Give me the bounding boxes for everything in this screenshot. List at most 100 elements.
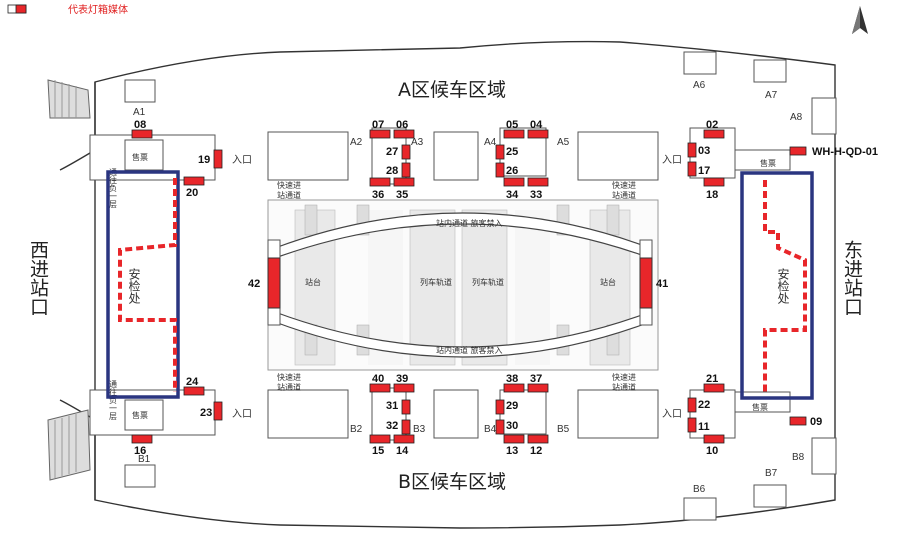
security-label-west: 安检处 [127, 267, 141, 305]
gate-b3: B3 [413, 424, 426, 435]
media-box-40 [369, 383, 391, 393]
fast-lane-label-1b: 站通道 [277, 190, 301, 200]
media-label-12: 12 [530, 445, 542, 457]
platform-label-1: 站台 [305, 277, 321, 287]
media-box-36 [369, 177, 391, 187]
fast-lane-label-1a: 快速进 [277, 180, 301, 190]
rooms [89, 127, 791, 441]
media-box-03 [687, 142, 697, 158]
security-path-east [763, 180, 807, 392]
gate-b6: B6 [693, 484, 706, 495]
media-label-20: 20 [186, 187, 198, 199]
media-box-31 [401, 399, 411, 415]
media-label-27: 27 [386, 146, 398, 158]
media-box-35 [393, 177, 415, 187]
media-box-32 [401, 419, 411, 435]
media-label-16: 16 [134, 445, 146, 457]
media-label-08: 08 [134, 119, 146, 131]
gate-b8: B8 [792, 452, 805, 463]
gate-markers: A1 A2 A3 A4 A5 A6 A7 A8 B1 B2 B3 B4 B5 B… [124, 51, 837, 521]
media-label-31: 31 [386, 400, 398, 412]
media-42 [267, 257, 281, 309]
gate-a5: A5 [557, 137, 570, 148]
media-label-40: 40 [372, 373, 384, 385]
media-box-10 [703, 434, 725, 444]
media-box-39 [393, 383, 415, 393]
gate-b1: B1 [138, 454, 151, 465]
media-label-26: 26 [506, 165, 518, 177]
media-box-22 [687, 397, 697, 413]
media-label-10: 10 [706, 445, 718, 457]
track-label-2: 列车轨道 [472, 277, 504, 287]
media-label-11: 11 [698, 421, 710, 433]
media-label-22: 22 [698, 399, 710, 411]
media-box-20 [183, 176, 205, 186]
media-box-19 [213, 149, 223, 169]
gate-b5: B5 [557, 424, 570, 435]
media-label-32: 32 [386, 420, 398, 432]
media-box-13 [503, 434, 525, 444]
media-label-15: 15 [372, 445, 384, 457]
media-code: WH-H-QD-01 [812, 146, 878, 158]
media-label-42: 42 [248, 278, 260, 290]
entrance-nw: 入口 [232, 155, 252, 166]
media-label-41: 41 [656, 278, 668, 290]
media-label-30: 30 [506, 420, 518, 432]
entrance-sw: 入口 [232, 409, 252, 420]
media-label-03: 03 [698, 145, 710, 157]
media-label-37: 37 [530, 373, 542, 385]
track-label-1: 列车轨道 [420, 277, 452, 287]
gate-b4: B4 [484, 424, 497, 435]
media-box-17 [687, 161, 697, 177]
media-label-33: 33 [530, 189, 542, 201]
north-waiting-area: A区候车区域 [398, 79, 506, 101]
media-label-07: 07 [372, 119, 384, 131]
media-box-23 [213, 401, 223, 421]
media-label-21: 21 [706, 373, 718, 385]
west-entrance-structure [47, 79, 91, 481]
entrance-ne: 入口 [662, 155, 682, 166]
media-box-25 [495, 144, 505, 160]
media-box-07 [369, 129, 391, 139]
media-box-16 [131, 434, 153, 444]
media-box-06 [393, 129, 415, 139]
media-label-14: 14 [396, 445, 409, 457]
media-label-04: 04 [530, 119, 543, 131]
transfer-label-north: 通往负一层 [109, 167, 118, 209]
gate-a1: A1 [133, 107, 146, 118]
media-box-18 [703, 177, 725, 187]
fast-lane-label-4b: 站通道 [612, 382, 636, 392]
media-box-02 [703, 129, 725, 139]
media-box-37 [527, 383, 549, 393]
media-box-08 [131, 129, 153, 139]
media-box-28 [401, 162, 411, 178]
security-path-west [118, 178, 177, 392]
ticket-label-se: 售票 [752, 402, 768, 412]
gate-b7: B7 [765, 468, 778, 479]
media-label-29: 29 [506, 400, 518, 412]
ticket-label-nw: 售票 [132, 152, 148, 162]
fast-lane-label-3a: 快速进 [277, 372, 301, 382]
entrance-se: 入口 [662, 409, 682, 420]
media-box-29 [495, 399, 505, 415]
passage-label-bottom: 站内通道 旅客禁入 [436, 345, 503, 355]
transfer-label-south: 通往负一层 [109, 379, 118, 421]
fast-lane-label-2a: 快速进 [612, 180, 636, 190]
platform-label-2: 站台 [600, 277, 616, 287]
media-box-38 [503, 383, 525, 393]
fast-lane-label-3b: 站通道 [277, 382, 301, 392]
media-box-24 [183, 386, 205, 396]
fast-lane-label-2b: 站通道 [612, 190, 636, 200]
media-label-06: 06 [396, 119, 408, 131]
media-box-11 [687, 417, 697, 433]
media-box-14 [393, 434, 415, 444]
media-label-23: 23 [200, 407, 212, 419]
gate-a2: A2 [350, 137, 363, 148]
legend-text: 代表灯箱媒体 [68, 3, 128, 16]
media-box-12 [527, 434, 549, 444]
media-box-30 [495, 419, 505, 435]
media-box-05 [503, 129, 525, 139]
building-outline [94, 40, 836, 529]
